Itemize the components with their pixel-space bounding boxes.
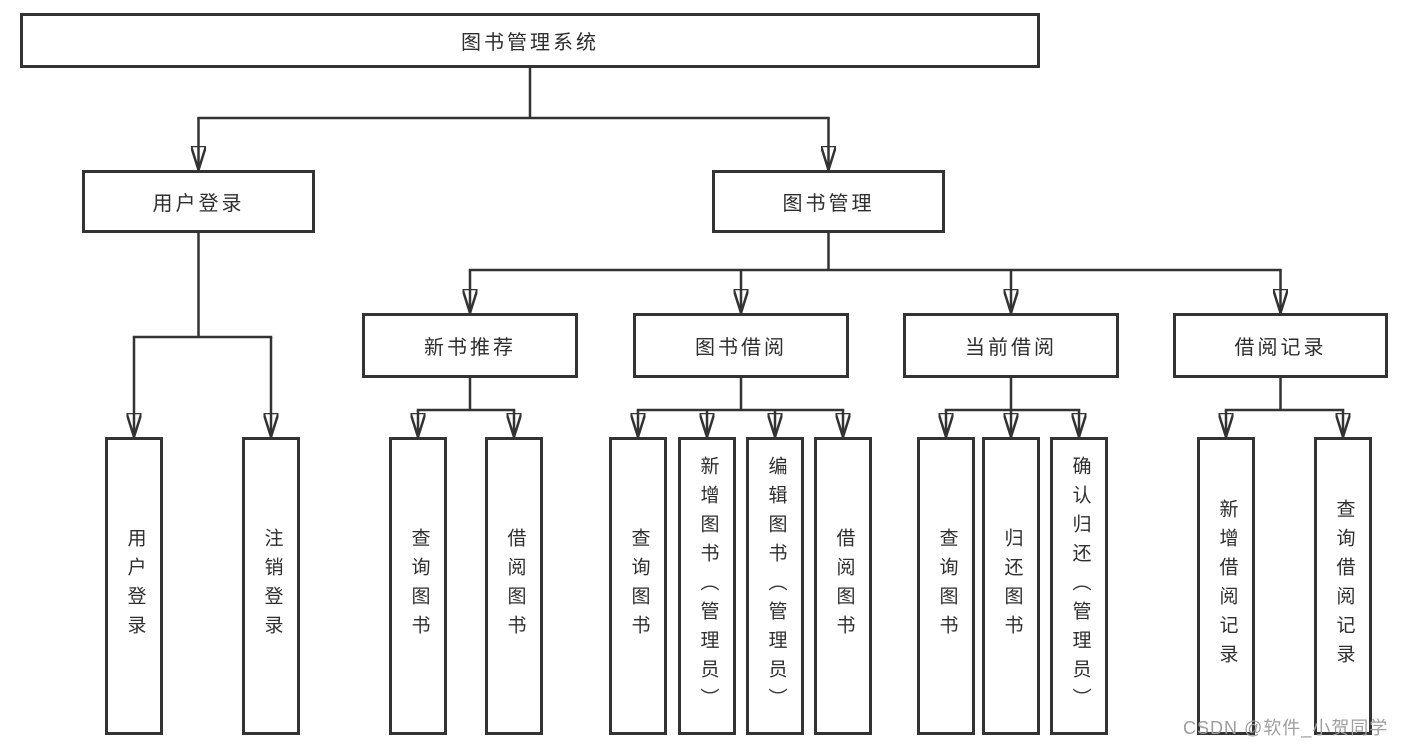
node-borrow-books-label: 借阅图书 [833, 528, 855, 644]
node-add-books-admin-label: 新增图书（管理员） [697, 455, 719, 717]
node-book-borrow-label: 图书借阅 [695, 337, 787, 359]
node-confirm-return-admin: 确认归还（管理员） [1050, 437, 1108, 735]
node-query-borrow-record: 查询借阅记录 [1314, 437, 1372, 735]
node-book-management-label: 图书管理 [782, 193, 875, 215]
node-recommend-query-books: 查询图书 [389, 437, 447, 735]
node-borrow-records: 借阅记录 [1173, 313, 1388, 378]
node-confirm-return-admin-label: 确认归还（管理员） [1069, 455, 1091, 717]
node-add-borrow-record: 新增借阅记录 [1197, 437, 1255, 735]
node-edit-books-admin-label: 编辑图书（管理员） [765, 455, 787, 717]
node-borrow-records-label: 借阅记录 [1234, 337, 1327, 359]
node-current-borrow-label: 当前借阅 [965, 337, 1057, 359]
node-new-book-recommend: 新书推荐 [362, 313, 578, 378]
node-current-query-books-label: 查询图书 [936, 528, 958, 644]
node-add-books-admin: 新增图书（管理员） [678, 437, 736, 735]
node-user-login-label: 用户登录 [152, 193, 245, 215]
node-edit-books-admin: 编辑图书（管理员） [746, 437, 804, 735]
node-root: 图书管理系统 [20, 13, 1040, 68]
node-recommend-borrow-books: 借阅图书 [485, 437, 543, 735]
csdn-watermark: CSDN @软件_小贺同学 [1183, 718, 1389, 738]
node-add-borrow-record-label: 新增借阅记录 [1216, 499, 1238, 673]
node-current-query-books: 查询图书 [917, 437, 975, 735]
node-book-borrow: 图书借阅 [633, 313, 849, 378]
node-query-borrow-record-label: 查询借阅记录 [1333, 499, 1355, 673]
node-borrow-query-books-label: 查询图书 [628, 528, 650, 644]
node-user-login-leaf-label: 用户登录 [124, 528, 146, 644]
node-logout-leaf: 注销登录 [242, 437, 300, 735]
node-current-borrow: 当前借阅 [903, 313, 1119, 378]
node-borrow-query-books: 查询图书 [609, 437, 667, 735]
node-logout-leaf-label: 注销登录 [261, 528, 283, 644]
node-user-login-leaf: 用户登录 [105, 437, 163, 735]
node-new-book-recommend-label: 新书推荐 [424, 337, 516, 359]
node-book-management: 图书管理 [712, 170, 945, 233]
node-borrow-books: 借阅图书 [814, 437, 872, 735]
node-recommend-borrow-books-label: 借阅图书 [504, 528, 526, 644]
node-user-login: 用户登录 [82, 170, 315, 233]
node-return-books-label: 归还图书 [1001, 528, 1023, 644]
node-recommend-query-books-label: 查询图书 [408, 528, 430, 644]
node-root-label: 图书管理系统 [461, 32, 599, 54]
node-return-books: 归还图书 [982, 437, 1040, 735]
